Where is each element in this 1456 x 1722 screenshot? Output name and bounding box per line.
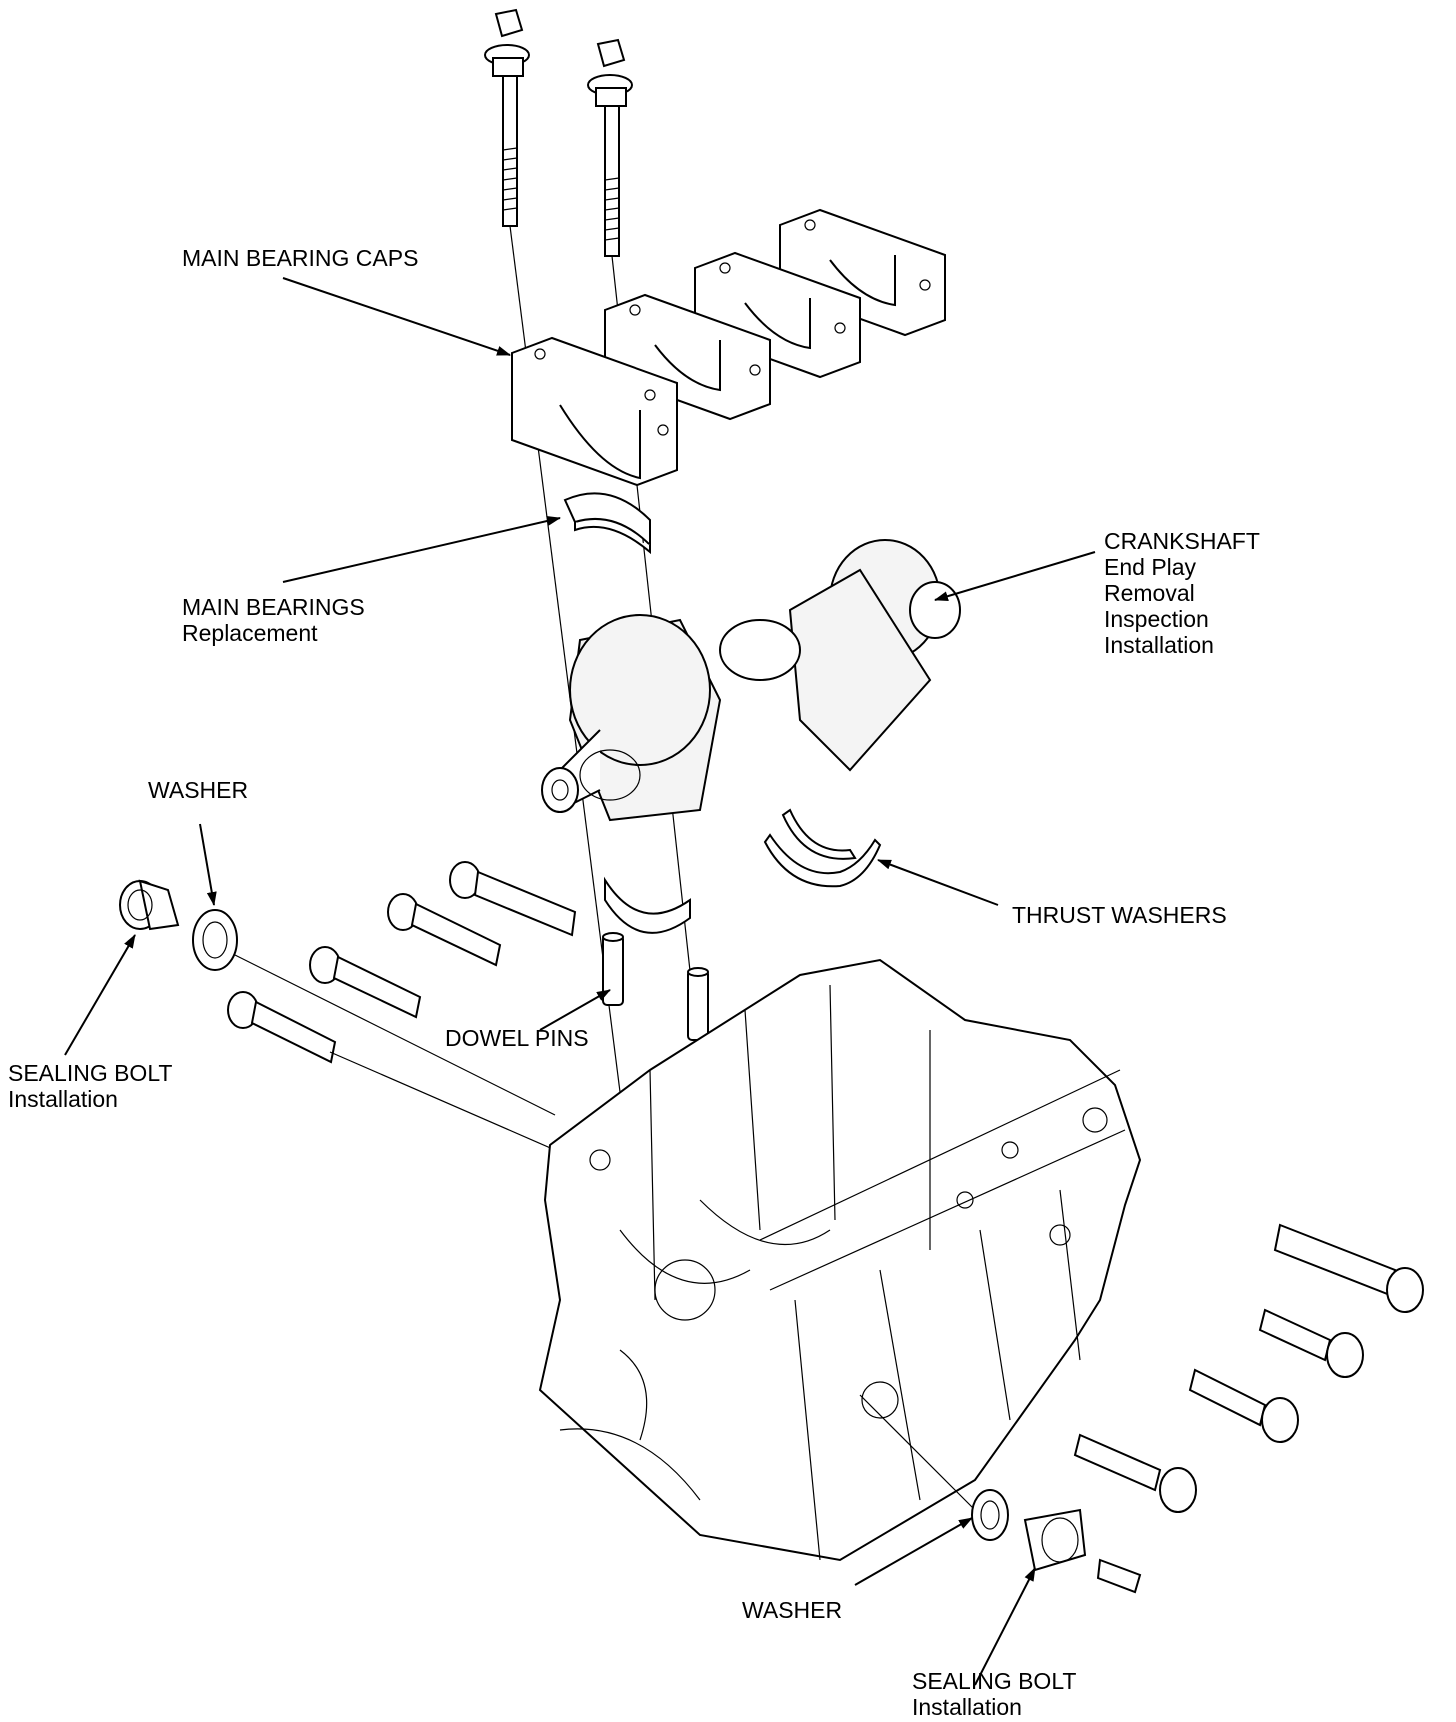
arrow-thrust-washers — [877, 859, 999, 906]
label-dowel-pins: DOWEL PINS — [445, 1025, 589, 1051]
side-bolts-right — [1073, 1223, 1424, 1513]
engine-block — [538, 958, 1142, 1562]
label-main-bearings-title: MAIN BEARINGS — [182, 594, 365, 620]
label-sealing-bolt-left: SEALING BOLT Installation — [8, 1060, 172, 1112]
sealing-bolt-bottom — [1023, 1508, 1142, 1594]
dowel-pins — [602, 932, 709, 1041]
label-main-bearings: MAIN BEARINGS Replacement — [182, 594, 365, 646]
washer-left-part — [192, 909, 238, 971]
label-washer-bottom-text: WASHER — [742, 1597, 843, 1623]
arrow-dowel-pins — [539, 989, 611, 1031]
label-thrust-washers-text: THRUST WASHERS — [1012, 902, 1227, 928]
crankshaft — [541, 539, 961, 822]
sealing-bolt-left — [119, 879, 180, 931]
label-crankshaft-removal: Removal — [1104, 580, 1195, 606]
label-washer-left-text: WASHER — [148, 777, 249, 803]
label-dowel-pins-text: DOWEL PINS — [445, 1025, 589, 1051]
arrow-sealing-bolt-left — [64, 934, 136, 1056]
washer-bottom-part — [971, 1489, 1009, 1541]
label-washer-left: WASHER — [148, 777, 248, 803]
label-sealing-bolt-bottom-title: SEALING BOLT — [912, 1668, 1077, 1694]
label-crankshaft-inspection: Inspection — [1104, 606, 1209, 632]
cap-bolt-right — [587, 38, 633, 257]
label-crankshaft-installation: Installation — [1104, 632, 1214, 658]
label-main-bearing-caps: MAIN BEARING CAPS — [182, 245, 418, 271]
arrow-washer-bottom — [854, 1517, 973, 1586]
label-crankshaft-title: CRANKSHAFT — [1104, 528, 1260, 554]
arrow-main-bearings — [282, 516, 561, 583]
label-main-bearings-sub: Replacement — [182, 620, 318, 646]
main-bearing-cap-1 — [511, 336, 678, 487]
label-crankshaft: CRANKSHAFT End Play Removal Inspection I… — [1104, 528, 1260, 658]
label-washer-bottom: WASHER — [742, 1597, 842, 1623]
label-thrust-washers: THRUST WASHERS — [1012, 902, 1227, 928]
side-bolts-left — [227, 861, 577, 1064]
arrow-main-bearing-caps — [282, 277, 511, 356]
arrow-sealing-bolt-bottom — [974, 1567, 1036, 1686]
arrow-washer-left — [199, 823, 217, 906]
label-main-bearing-caps-text: MAIN BEARING CAPS — [182, 245, 419, 271]
label-crankshaft-end-play: End Play — [1104, 554, 1197, 580]
arrow-crankshaft — [934, 551, 1096, 602]
main-bearing-lower — [604, 876, 691, 934]
thrust-washers — [763, 808, 882, 888]
main-bearing-upper — [563, 492, 651, 555]
label-sealing-bolt-left-sub: Installation — [8, 1086, 118, 1112]
label-sealing-bolt-bottom: SEALING BOLT Installation — [912, 1668, 1076, 1720]
label-sealing-bolt-bottom-sub: Installation — [912, 1694, 1022, 1720]
label-sealing-bolt-left-title: SEALING BOLT — [8, 1060, 173, 1086]
cap-bolt-left — [484, 8, 530, 227]
